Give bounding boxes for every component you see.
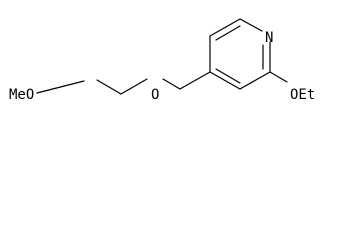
ring-double-bottom [215, 68, 241, 84]
ring-bond-c3-c4 [209, 18, 241, 37]
methoxy-label: MeO [9, 87, 34, 103]
ethoxy-label: OEt [290, 87, 315, 103]
bond-c2-o [269, 71, 288, 83]
bond-ch2-o [162, 78, 181, 90]
ring-nitrogen-label: N [265, 30, 273, 46]
bond-ch2-o-2 [96, 79, 122, 95]
bond-o-methyl [36, 80, 85, 94]
bond-o-ch2 [120, 78, 148, 95]
bond-c4-ch2 [179, 71, 211, 90]
ring-bond-c3-c4b [209, 71, 241, 90]
ring-double-top [215, 25, 241, 41]
ether-oxygen-1-label: O [151, 87, 159, 103]
ring-bond-c4-c5 [239, 18, 263, 32]
ring-bond-c2-c3 [239, 71, 271, 90]
structure-diagram: N OEt O MeO [9, 18, 315, 103]
